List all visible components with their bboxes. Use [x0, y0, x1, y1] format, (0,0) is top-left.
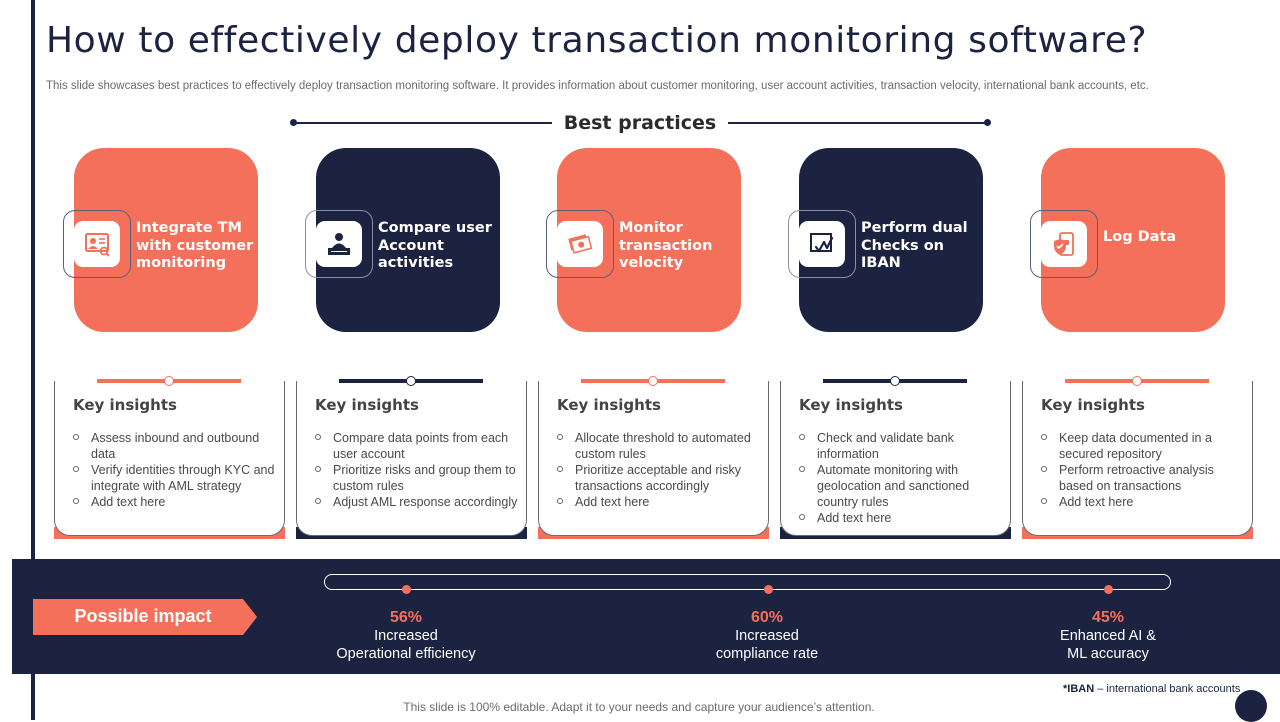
list-item: Allocate threshold to automated custom r…: [557, 430, 762, 462]
list-item: Add text here: [799, 510, 1004, 526]
practice-card-iban-checks[interactable]: Perform dual Checks on IBAN: [788, 148, 983, 332]
impact-desc-line2: compliance rate: [715, 646, 819, 662]
list-item: Prioritize acceptable and risky transact…: [557, 462, 762, 494]
icon-frame: [1030, 210, 1098, 278]
icon-frame: [546, 210, 614, 278]
impact-percent: 45%: [1091, 609, 1125, 626]
impact-item-efficiency: 56% Increased Operational efficiency: [306, 609, 506, 663]
editable-note: This slide is 100% editable. Adapt it to…: [403, 700, 875, 714]
practice-card-user-accounts[interactable]: Compare user Account activities: [305, 148, 500, 332]
impact-item-ai-ml: 45% Enhanced AI & ML accuracy: [1008, 609, 1208, 663]
insights-panel-4: Key insights Check and validate bank inf…: [780, 376, 1011, 539]
practice-card-log-data[interactable]: Log Data: [1030, 148, 1225, 332]
list-item: Compare data points from each user accou…: [315, 430, 520, 462]
impact-desc-line2: ML accuracy: [1067, 646, 1149, 662]
insights-panel-3: Key insights Allocate threshold to autom…: [538, 376, 769, 539]
iban-footnote: *IBAN – international bank accounts: [1063, 683, 1241, 695]
practice-label: Perform dual Checks on IBAN: [861, 220, 968, 271]
impact-dot: [764, 585, 773, 594]
user-at-desk-icon: [316, 221, 362, 267]
insights-list: Compare data points from each user accou…: [315, 430, 520, 510]
list-item: Prioritize risks and group them to custo…: [315, 462, 520, 494]
practice-label: Integrate TM with customer monitoring: [136, 220, 254, 271]
best-practices-line-right: [728, 122, 987, 124]
corner-decoration: [1235, 690, 1267, 722]
impact-item-compliance: 60% Increased compliance rate: [667, 609, 867, 663]
list-item: Add text here: [73, 494, 278, 510]
impact-percent: 56%: [389, 609, 423, 626]
best-practices-line-dot-right: [984, 119, 991, 126]
impact-percent: 60%: [750, 609, 784, 626]
money-stack-icon: [557, 221, 603, 267]
slide-subtitle: This slide showcases best practices to e…: [46, 80, 1149, 92]
best-practices-heading: Best practices: [563, 112, 717, 134]
list-item: Verify identities through KYC and integr…: [73, 462, 278, 494]
insights-title: Key insights: [73, 396, 177, 414]
impact-dot: [1104, 585, 1113, 594]
left-rule: [31, 0, 35, 720]
impact-desc-line1: Increased: [735, 628, 799, 644]
list-item: Check and validate bank information: [799, 430, 1004, 462]
list-item: Add text here: [1041, 494, 1246, 510]
best-practices-line-left: [294, 122, 552, 124]
practice-card-transaction-velocity[interactable]: Monitor transaction velocity: [546, 148, 741, 332]
insights-title: Key insights: [1041, 396, 1145, 414]
insights-panel-5: Key insights Keep data documented in a s…: [1022, 376, 1253, 539]
impact-desc-line1: Enhanced AI &: [1060, 628, 1156, 644]
list-item: Adjust AML response accordingly: [315, 494, 520, 510]
impact-timeline-track: [324, 574, 1171, 590]
list-item: Perform retroactive analysis based on tr…: [1041, 462, 1246, 494]
signature-check-icon: [799, 221, 845, 267]
list-item: Automate monitoring with geolocation and…: [799, 462, 1004, 510]
possible-impact-label: Possible impact: [74, 606, 212, 626]
best-practices-line-dot-left: [290, 119, 297, 126]
slide-title: How to effectively deploy transaction mo…: [46, 20, 1148, 61]
practice-label: Compare user Account activities: [378, 220, 492, 271]
insights-list: Assess inbound and outbound data Verify …: [73, 430, 278, 510]
list-item: Add text here: [557, 494, 762, 510]
practice-label: Monitor transaction velocity: [619, 220, 713, 271]
impact-dot: [402, 585, 411, 594]
insights-panel-2: Key insights Compare data points from ea…: [296, 376, 527, 539]
list-item: Keep data documented in a secured reposi…: [1041, 430, 1246, 462]
icon-frame: [788, 210, 856, 278]
practice-card-customer-monitoring[interactable]: Integrate TM with customer monitoring: [63, 148, 258, 332]
icon-frame: [63, 210, 131, 278]
customer-profile-icon: [74, 221, 120, 267]
insights-list: Keep data documented in a secured reposi…: [1041, 430, 1246, 510]
impact-desc-line2: Operational efficiency: [336, 646, 476, 662]
insights-list: Check and validate bank information Auto…: [799, 430, 1004, 526]
practice-label: Log Data: [1103, 229, 1177, 245]
list-item: Assess inbound and outbound data: [73, 430, 278, 462]
insights-title: Key insights: [557, 396, 661, 414]
icon-frame: [305, 210, 373, 278]
possible-impact-tag: Possible impact: [33, 599, 257, 635]
impact-desc-line1: Increased: [374, 628, 438, 644]
insights-title: Key insights: [315, 396, 419, 414]
insights-title: Key insights: [799, 396, 903, 414]
insights-list: Allocate threshold to automated custom r…: [557, 430, 762, 510]
insights-panel-1: Key insights Assess inbound and outbound…: [54, 376, 285, 539]
shield-check-phone-icon: [1041, 221, 1087, 267]
